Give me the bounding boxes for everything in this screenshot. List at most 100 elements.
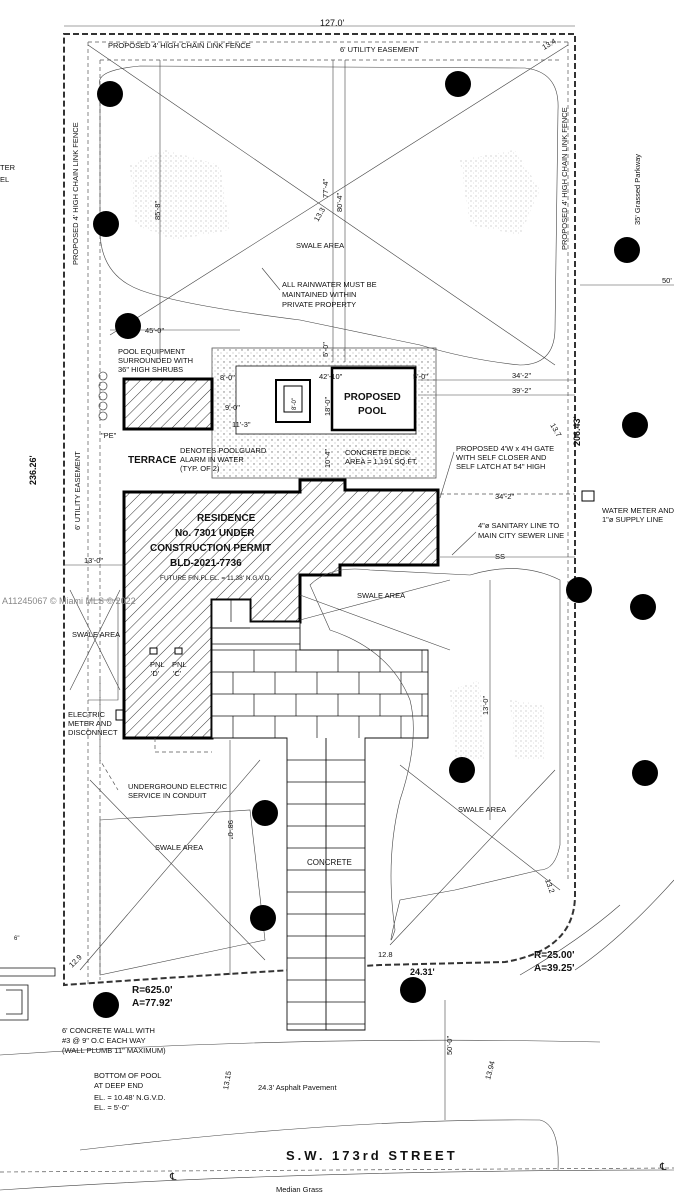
rainwater-note: PRIVATE PROPERTY bbox=[282, 300, 356, 309]
alarm-note: ALARM IN WATER bbox=[180, 455, 244, 464]
rear-swale-outline bbox=[99, 65, 559, 366]
pool-equipment-note: POOL EQUIPMENT bbox=[118, 347, 186, 356]
left-curve-r: R=625.0' bbox=[132, 985, 172, 996]
stipple-area bbox=[450, 680, 485, 760]
swale-label-left: SWALE AREA bbox=[72, 630, 120, 639]
swale-diagonal bbox=[89, 779, 266, 961]
left-front-swale bbox=[99, 809, 266, 976]
swale-diagonal bbox=[389, 769, 556, 946]
underground-note: UNDERGROUND ELECTRIC bbox=[128, 782, 228, 791]
property-boundary bbox=[63, 33, 576, 987]
concrete-label: CONCRETE bbox=[307, 858, 352, 867]
median-label: Median Grass bbox=[276, 1185, 323, 1194]
water-meter-icon bbox=[581, 490, 595, 502]
pe-label: "PE" bbox=[101, 431, 117, 440]
pool-front-right-dim: 34'-2" bbox=[512, 371, 531, 380]
dim-13-7: 13.7 bbox=[548, 422, 563, 439]
side-left-dim: 13'-0" bbox=[84, 556, 103, 565]
spa-inner bbox=[283, 385, 303, 413]
road-edge bbox=[574, 879, 674, 971]
swale-label-rear: SWALE AREA bbox=[296, 241, 344, 250]
centerline-icon: ℄ bbox=[659, 1162, 667, 1173]
dim-13-2: 13.2 bbox=[543, 878, 556, 895]
pool-bottom-note: EL. = 10.48' N.G.V.D. bbox=[94, 1093, 165, 1102]
sewer-note: 4"ø SANITARY LINE TO bbox=[478, 521, 559, 530]
left-boundary-dim: 236.26' bbox=[28, 455, 38, 485]
cutoff-label: EL bbox=[0, 175, 9, 184]
pool-bottom-note: BOTTOM OF POOL bbox=[94, 1071, 161, 1080]
rainwater-note: ALL RAINWATER MUST BE bbox=[282, 280, 377, 289]
pool-right-dim-2: 39'-2" bbox=[512, 386, 531, 395]
residence-label: FUTURE FIN.FL.EL. = 11.38' N.G.V.D. bbox=[160, 575, 271, 582]
pool-bottom-note: AT DEEP END bbox=[94, 1081, 144, 1090]
east-dim: 13'-0" bbox=[481, 696, 490, 715]
pool-right-dim: 5'-0" bbox=[413, 372, 428, 381]
pool-depth-dim: 18'-0" bbox=[323, 397, 332, 416]
residence-label: CONSTRUCTION PERMIT bbox=[150, 543, 271, 554]
asphalt-label: 24.3' Asphalt Pavement bbox=[258, 1083, 337, 1092]
mls-watermark: A11245067 © Miami MLS © 2022 bbox=[2, 596, 136, 606]
pool bbox=[330, 366, 417, 432]
left-swale bbox=[88, 599, 119, 701]
road-edge bbox=[519, 904, 621, 976]
utility-left-label: 6' UTILITY EASEMENT bbox=[73, 451, 82, 530]
drive-dim: 50'-0" bbox=[445, 1036, 454, 1055]
wall-note: #3 @ 9" O.C EACH WAY bbox=[62, 1036, 146, 1045]
street-name: S.W. 173rd STREET bbox=[286, 1148, 458, 1163]
pool-label: PROPOSED bbox=[344, 392, 401, 403]
pool-width-dim: 42'-10" bbox=[319, 372, 343, 381]
road-edge-line bbox=[0, 1039, 601, 1056]
panel-d-label: 'D' bbox=[151, 669, 160, 678]
deck-offset-dim: 10'-4" bbox=[323, 449, 332, 468]
swale-diagonal bbox=[109, 44, 569, 336]
paver-driveway bbox=[211, 599, 429, 1031]
alarm-note: DENOTES POOLGUARD bbox=[180, 446, 267, 455]
alarm-note: (TYP. OF 2) bbox=[180, 464, 220, 473]
dim-45: 45'-0" bbox=[145, 326, 164, 335]
pool-label: POOL bbox=[358, 406, 386, 417]
swale-label-front-left: SWALE AREA bbox=[155, 843, 203, 852]
water-note: WATER METER AND bbox=[602, 506, 674, 515]
fence-left-label: PROPOSED 4' HIGH CHAIN LINK FENCE bbox=[71, 122, 80, 265]
paver-grid bbox=[212, 600, 428, 1030]
shrub-row bbox=[98, 371, 108, 421]
wall-dim: 6" bbox=[14, 936, 19, 942]
panel-d-icon bbox=[149, 647, 158, 655]
pool-equipment-pad bbox=[122, 377, 214, 431]
rear-dim-2: 80'-4" bbox=[335, 193, 344, 212]
deck-note: AREA = 1,191 SQ.FT. bbox=[345, 457, 418, 466]
electric-note: METER AND bbox=[68, 719, 112, 728]
water-note: 1"ø SUPPLY LINE bbox=[602, 515, 663, 524]
ss-label: SS bbox=[495, 552, 505, 561]
garage-outline bbox=[154, 738, 212, 753]
right-curve-r: R=25.00' bbox=[534, 950, 574, 961]
swale-diagonal bbox=[399, 764, 561, 891]
swale-diagonal bbox=[87, 44, 556, 366]
spa-dim-b: 11'-3" bbox=[232, 420, 251, 429]
dim-13-3: 13.3 bbox=[312, 206, 327, 223]
centerline bbox=[0, 1167, 674, 1173]
dim-12-8: 12.8 bbox=[378, 950, 393, 959]
median-edge bbox=[79, 1119, 559, 1171]
pool-equipment-note: SURROUNDED WITH bbox=[118, 356, 193, 365]
centerline-icon: ℄ bbox=[169, 1172, 177, 1183]
pool-bottom-note: EL. = 5'-0" bbox=[94, 1103, 129, 1112]
residence-label: BLD-2021-7736 bbox=[170, 558, 242, 569]
right-boundary-dim: 206.43' bbox=[572, 416, 582, 446]
house-rear-dim: 85'-8" bbox=[153, 201, 162, 220]
front-swale-outline bbox=[309, 568, 561, 941]
swale-diagonal bbox=[299, 594, 451, 651]
grassed-parkway-label: 35' Grassed Parkway bbox=[633, 154, 642, 225]
spa bbox=[275, 379, 311, 423]
rainwater-note: MAINTAINED WITHIN bbox=[282, 290, 356, 299]
right-50-label: 50' bbox=[662, 276, 672, 285]
underground-note: SERVICE IN CONDUIT bbox=[128, 791, 207, 800]
gate-note: SELF LATCH AT 54" HIGH bbox=[456, 462, 545, 471]
wall-detail bbox=[0, 967, 56, 1021]
leader-line bbox=[451, 531, 477, 556]
electric-meter-icon bbox=[115, 709, 124, 721]
leader-line bbox=[261, 267, 281, 291]
fence-top-label: PROPOSED 4' HIGH CHAIN LINK FENCE bbox=[108, 41, 251, 50]
spa-dim: 8'-0" bbox=[292, 398, 298, 410]
